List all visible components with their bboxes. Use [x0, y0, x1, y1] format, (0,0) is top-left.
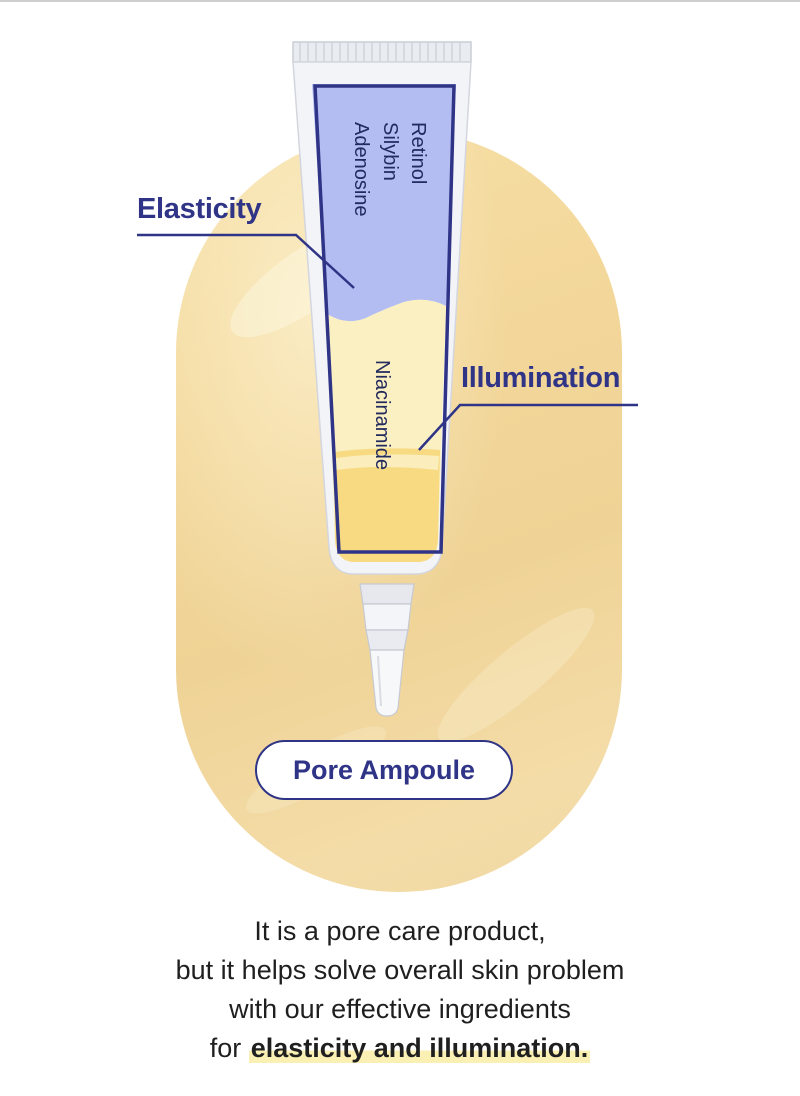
ingredient-silybin: Silybin [379, 122, 401, 181]
elasticity-pointer-line [137, 233, 355, 289]
top-divider [0, 0, 800, 2]
tube-label-frame [313, 84, 456, 554]
caption-prefix: for [209, 1033, 249, 1063]
tube-bottom-blend [336, 454, 439, 470]
elasticity-label: Elasticity [137, 193, 262, 225]
illumination-pointer-line [418, 403, 638, 451]
ingredient-adenosine: Adenosine [350, 122, 372, 217]
product-name-badge: Pore Ampoule [255, 740, 513, 800]
caption-line: with our effective ingredients [229, 994, 571, 1024]
tube-upper-section [312, 84, 456, 322]
illumination-label: Illumination [461, 362, 621, 394]
caption-highlight: elasticity and illumination. [248, 1033, 591, 1063]
ingredient-retinol: Retinol [407, 122, 429, 185]
caption-line: for elasticity and illumination. [0, 1029, 800, 1068]
tube-nozzle [359, 583, 415, 717]
tube-bottom-fill [334, 448, 440, 562]
caption-line: but it helps solve overall skin problem [175, 955, 625, 985]
product-caption: It is a pore care product, but it helps … [0, 912, 800, 1068]
tube-crimp [292, 41, 472, 63]
ingredient-niacinamide: Niacinamide [371, 360, 393, 471]
caption-line: It is a pore care product, [254, 916, 546, 946]
